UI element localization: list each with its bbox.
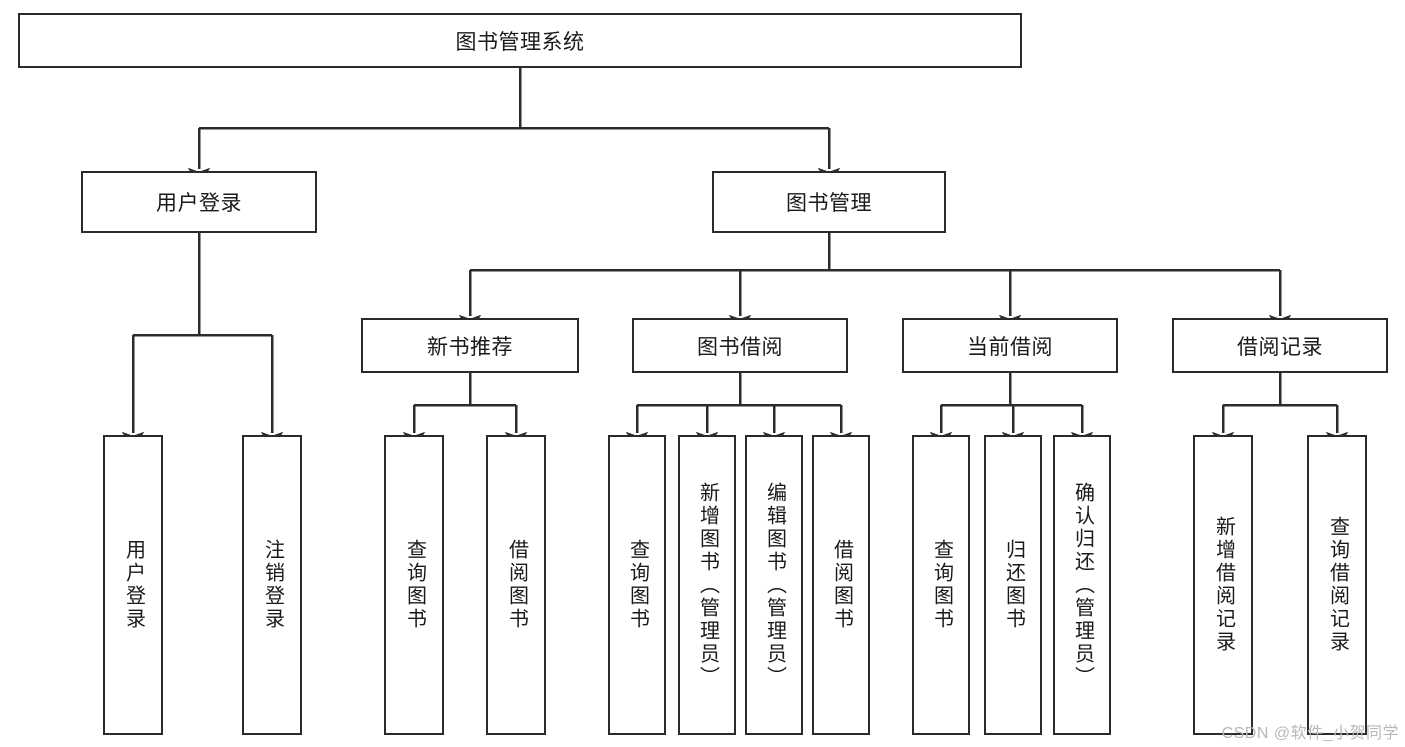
node-leaf-query-book-1[interactable]: 查询图书 (384, 435, 444, 735)
node-label: 图书管理系统 (455, 30, 585, 54)
node-leaf-query-book-3[interactable]: 查询图书 (912, 435, 970, 735)
node-leaf-query-book-2[interactable]: 查询图书 (608, 435, 666, 735)
node-borrow-log[interactable]: 借阅记录 (1172, 318, 1388, 373)
node-leaf-add-log[interactable]: 新增借阅记录 (1193, 435, 1253, 735)
node-label: 新增图书（管理员） (696, 481, 719, 689)
node-label: 查询借阅记录 (1326, 516, 1349, 654)
node-label: 借阅图书 (830, 539, 853, 631)
node-label: 借阅图书 (505, 539, 528, 631)
node-leaf-confirm-ret[interactable]: 确认归还（管理员） (1053, 435, 1111, 735)
node-label: 查询图书 (626, 539, 649, 631)
node-leaf-edit-book[interactable]: 编辑图书（管理员） (745, 435, 803, 735)
node-leaf-borrow-book-1[interactable]: 借阅图书 (486, 435, 546, 735)
node-book-borrow[interactable]: 图书借阅 (632, 318, 848, 373)
watermark: CSDN @软件_小贺同学 (1221, 725, 1399, 742)
node-label: 编辑图书（管理员） (763, 481, 786, 689)
node-label: 新书推荐 (427, 335, 513, 359)
node-leaf-return-book[interactable]: 归还图书 (984, 435, 1042, 735)
node-label: 确认归还（管理员） (1071, 481, 1094, 689)
node-new-book-rec[interactable]: 新书推荐 (361, 318, 579, 373)
node-label: 当前借阅 (967, 335, 1053, 359)
node-label: 归还图书 (1002, 539, 1025, 631)
node-label: 图书管理 (786, 192, 872, 215)
node-label: 查询图书 (403, 539, 426, 631)
node-label: 图书借阅 (697, 335, 783, 359)
node-leaf-borrow-book-2[interactable]: 借阅图书 (812, 435, 870, 735)
node-label: 借阅记录 (1237, 335, 1323, 359)
node-cur-borrow[interactable]: 当前借阅 (902, 318, 1118, 373)
node-label: 查询图书 (930, 539, 953, 631)
node-label: 用户登录 (156, 192, 242, 215)
node-user-login[interactable]: 用户登录 (81, 171, 317, 233)
node-book-manage[interactable]: 图书管理 (712, 171, 946, 233)
node-label: 注销登录 (261, 539, 284, 631)
node-leaf-logout[interactable]: 注销登录 (242, 435, 302, 735)
node-leaf-query-log[interactable]: 查询借阅记录 (1307, 435, 1367, 735)
node-label: 新增借阅记录 (1212, 516, 1235, 654)
node-leaf-user-login[interactable]: 用户登录 (103, 435, 163, 735)
node-root[interactable]: 图书管理系统 (18, 13, 1022, 68)
node-label: 用户登录 (122, 539, 145, 631)
node-leaf-add-book[interactable]: 新增图书（管理员） (678, 435, 736, 735)
